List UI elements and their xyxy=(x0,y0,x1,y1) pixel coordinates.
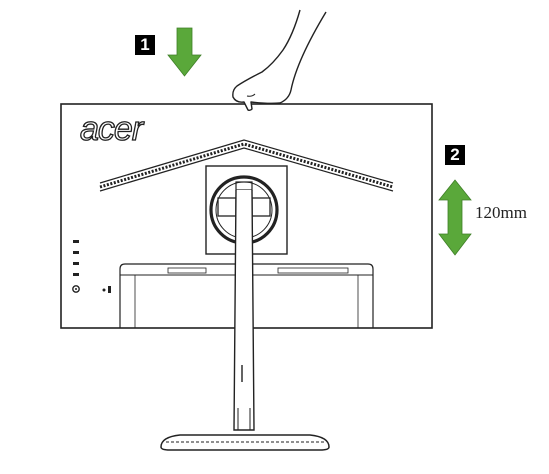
step-1-badge: 1 xyxy=(135,35,155,55)
vent-chevron xyxy=(99,139,394,192)
up-down-arrow-icon xyxy=(438,179,472,256)
height-adjustment-label: 120mm xyxy=(475,203,527,222)
hand-icon xyxy=(232,9,327,112)
down-arrow-icon xyxy=(167,27,202,77)
stand-column xyxy=(233,189,255,431)
step-2-badge: 2 xyxy=(445,145,465,165)
stand-base xyxy=(160,434,330,451)
control-buttons xyxy=(72,240,111,293)
brand-logo: acer xyxy=(79,110,143,148)
